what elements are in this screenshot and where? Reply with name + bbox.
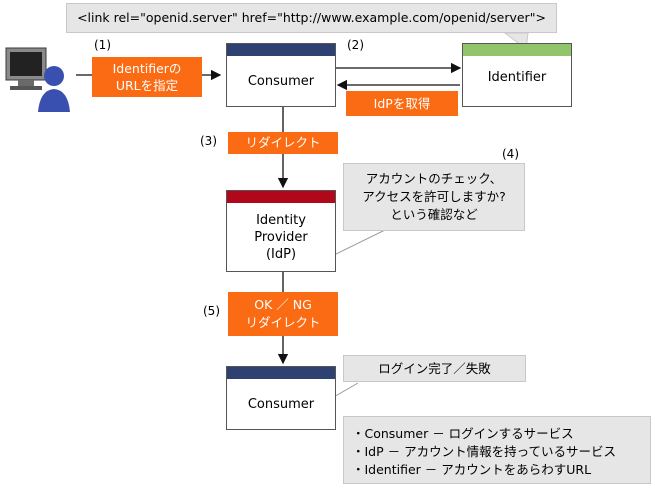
consumer-bottom-label: Consumer [247,397,315,412]
consumer-bottom-header [227,367,335,379]
redirect-text: リダイレクト [245,135,321,150]
idp-check-line-3: という確認など [390,207,478,222]
legend-item-idp: ・IdP － アカウント情報を持っているサービス [352,444,616,459]
idp-box: Identity Provider (IdP) [226,190,336,272]
specify-url-label: Identifierの URLを指定 [92,57,202,97]
user-at-computer-icon [4,46,72,114]
top-link-callout-text: <link rel="openid.server" href="http://w… [77,10,546,25]
top-link-callout: <link rel="openid.server" href="http://w… [66,3,557,33]
legend-item-consumer: ・Consumer － ログインするサービス [352,426,574,441]
step-4-label: (4) [502,147,519,161]
identifier-box: Identifier [462,43,572,107]
login-result-text: ログイン完了／失敗 [378,361,491,376]
consumer-box-bottom: Consumer [226,366,336,430]
step-1-label: (1) [94,38,111,52]
idp-label-line-3: (IdP) [265,247,297,262]
idp-label-line-2: Provider [254,230,308,245]
ok-ng-line-2: リダイレクト [245,315,321,330]
specify-url-line-2: URLを指定 [115,78,179,93]
redirect-label: リダイレクト [228,132,338,154]
identifier-label: Identifier [487,70,547,85]
consumer-top-header [227,44,335,56]
ok-ng-line-1: OK ／ NG [254,297,312,312]
identifier-header [463,44,571,56]
idp-header [227,191,335,203]
legend-item-identifier: ・Identifier － アカウントをあらわすURL [352,462,592,477]
step-5-label: (5) [203,304,220,318]
idp-callout-tail [331,229,386,257]
idp-label-line-1: Identity [256,213,306,228]
idp-check-line-2: アクセスを許可しますか? [362,189,506,204]
login-result-callout: ログイン完了／失敗 [343,355,526,382]
step-3-label: (3) [200,134,217,148]
specify-url-line-1: Identifierの [112,61,182,76]
idp-check-callout: アカウントのチェック、 アクセスを許可しますか? という確認など [343,163,525,231]
consumer-top-label: Consumer [247,74,315,89]
consumer-box-top: Consumer [226,43,336,107]
legend-box: ・Consumer － ログインするサービス ・IdP － アカウント情報を持っ… [343,416,651,484]
idp-check-line-1: アカウントのチェック、 [365,171,503,186]
login-callout-tail [331,382,359,399]
ok-ng-redirect-label: OK ／ NG リダイレクト [228,292,338,336]
get-idp-label: IdPを取得 [346,91,458,116]
get-idp-text: IdPを取得 [373,96,431,111]
step-2-label: (2) [347,38,364,52]
